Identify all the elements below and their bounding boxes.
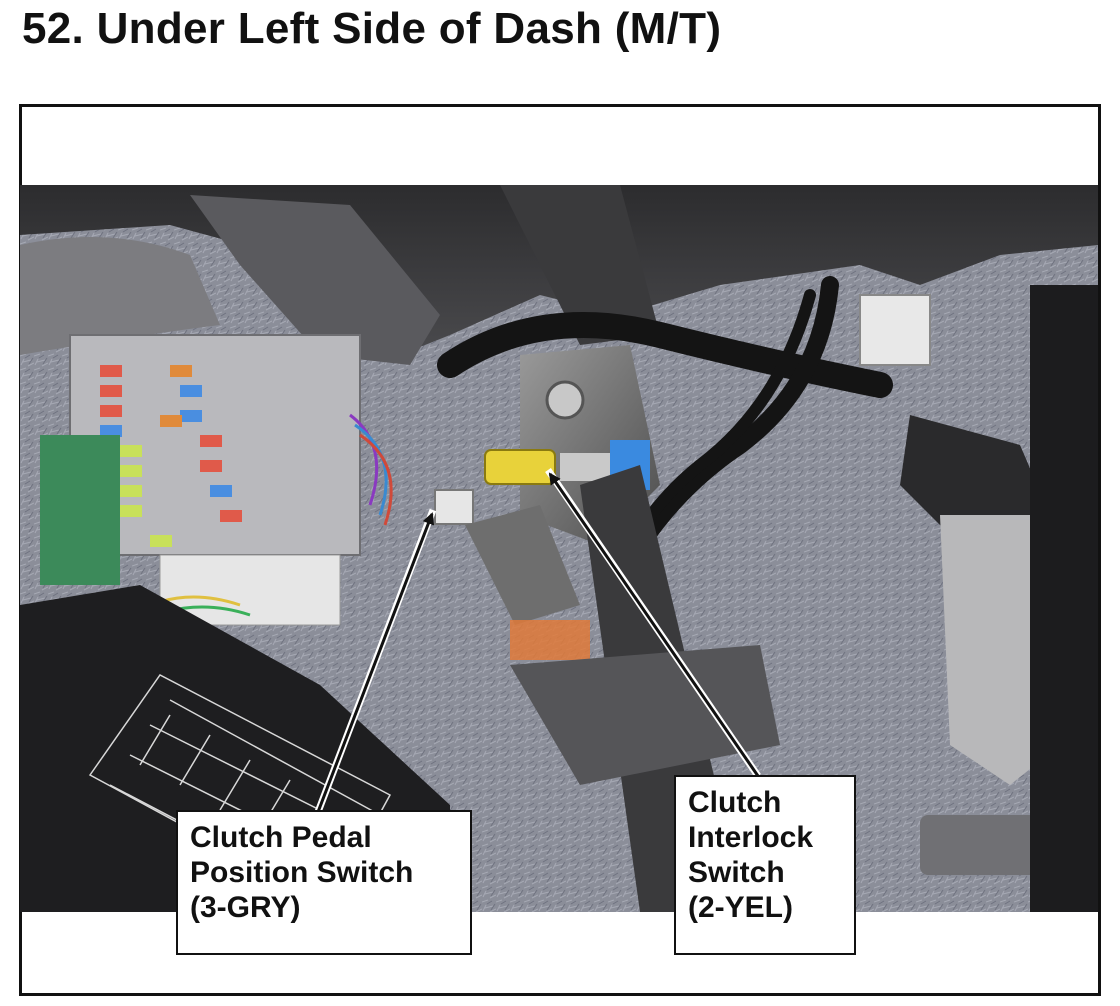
callout-clutch-interlock-switch: Clutch Interlock Switch (2-YEL) xyxy=(674,775,856,955)
dash-duct xyxy=(190,195,440,365)
column-shroud xyxy=(20,237,220,355)
callout-line: Interlock xyxy=(688,821,814,854)
yellow-connector xyxy=(484,449,556,485)
dash-bracket xyxy=(500,185,660,345)
callout-line: Clutch Pedal xyxy=(190,821,372,854)
floor-pad xyxy=(920,815,1060,875)
white-switch xyxy=(859,294,931,366)
callout-line: (3-GRY) xyxy=(190,891,301,924)
green-connector xyxy=(40,435,120,585)
callout-line: Clutch xyxy=(688,786,782,819)
arrow-clutch-pedal xyxy=(316,512,435,813)
position-switch-body xyxy=(465,505,580,625)
bracket-bolt xyxy=(545,380,585,420)
callout-line: Position Switch xyxy=(190,856,414,889)
page-title: 52. Under Left Side of Dash (M/T) xyxy=(22,4,722,53)
under-dash-photo xyxy=(20,185,1098,912)
callout-clutch-pedal-position-switch: Clutch Pedal Position Switch (3-GRY) xyxy=(176,810,472,955)
callout-line: Switch xyxy=(688,856,785,889)
fuse-rows xyxy=(100,365,242,547)
right-pillar xyxy=(1030,285,1098,912)
callout-line: (2-YEL) xyxy=(688,891,793,924)
gray-connector xyxy=(434,489,474,525)
orange-bracket xyxy=(510,620,590,660)
pedal-pivot xyxy=(510,645,780,785)
arrow-clutch-interlock xyxy=(548,472,760,777)
